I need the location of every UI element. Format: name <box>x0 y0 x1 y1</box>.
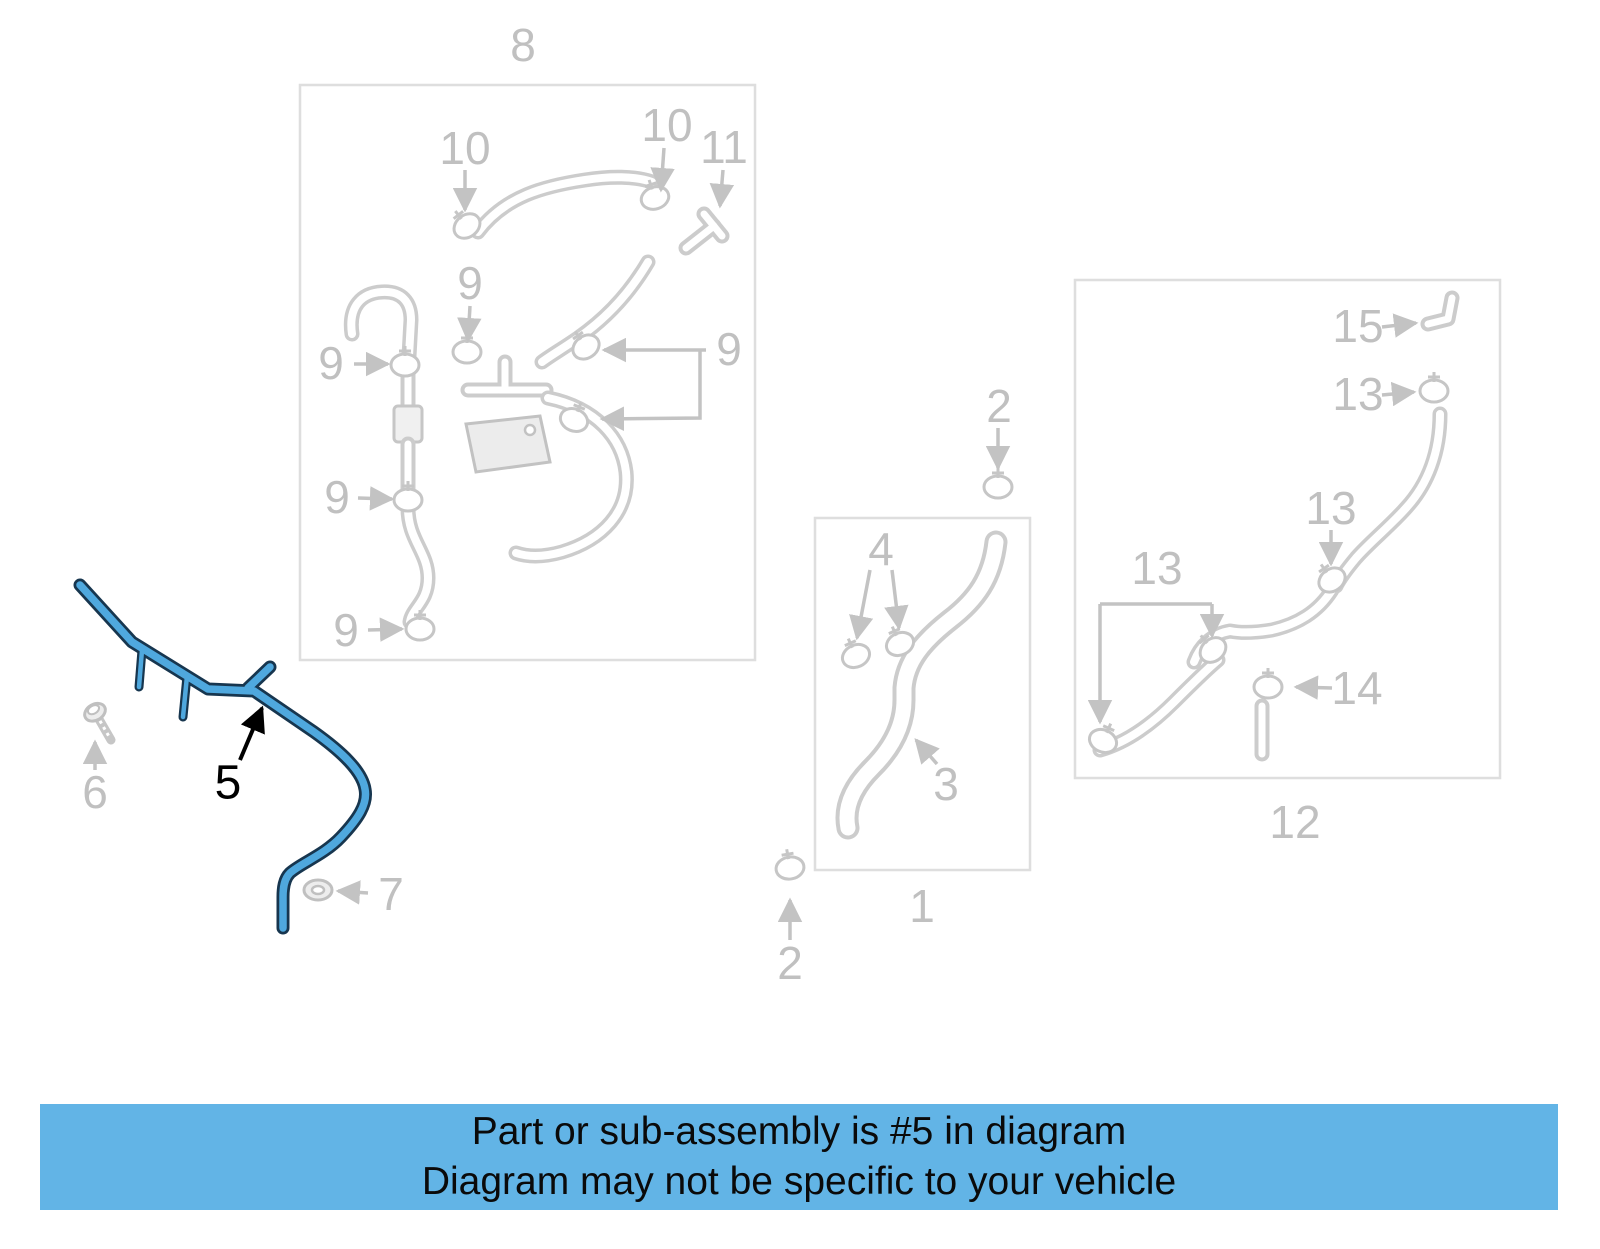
callout-5-highlighted: 5 <box>214 756 242 810</box>
banner-line-2: Diagram may not be specific to your vehi… <box>421 1160 1177 1203</box>
callout-6: 6 <box>82 766 108 818</box>
callout-3: 3 <box>933 758 959 810</box>
callout-4: 4 <box>868 523 894 575</box>
callout-13-top: 13 <box>1332 368 1384 420</box>
highlighted-part-5[interactable] <box>73 578 372 935</box>
callout-9-lower: 9 <box>333 604 359 656</box>
hose-clamp-icons <box>389 174 1450 883</box>
callout-1: 1 <box>909 880 935 932</box>
banner-line-1: Part or sub-assembly is #5 in diagram <box>471 1110 1127 1153</box>
callout-10-right: 10 <box>641 99 693 151</box>
info-banner: Part or sub-assembly is #5 in diagram Di… <box>40 1104 1558 1210</box>
assembly-box-12 <box>1073 278 1502 780</box>
bolt-icon <box>83 701 116 745</box>
callout-13-mid: 13 <box>1305 482 1357 534</box>
callout-arrows <box>82 147 1419 940</box>
callout-9-upper: 9 <box>318 337 344 389</box>
callout-2-top: 2 <box>986 380 1012 432</box>
callout-12: 12 <box>1269 796 1321 848</box>
callout-7: 7 <box>378 868 404 920</box>
callout-15: 15 <box>1332 300 1384 352</box>
callout-2-bottom: 2 <box>777 937 803 989</box>
callout-14: 14 <box>1331 662 1383 714</box>
callout-13-left: 13 <box>1131 542 1183 594</box>
callout-9-right: 9 <box>716 323 742 375</box>
callout-9-mid: 9 <box>324 471 350 523</box>
assembly-box-middle <box>813 516 1032 872</box>
callout-10-left: 10 <box>439 122 491 174</box>
callout-9-top: 9 <box>457 257 483 309</box>
callout-8: 8 <box>510 19 536 71</box>
nut-icon <box>302 878 334 902</box>
callout-11: 11 <box>700 121 748 173</box>
assembly-box-8 <box>298 83 757 662</box>
